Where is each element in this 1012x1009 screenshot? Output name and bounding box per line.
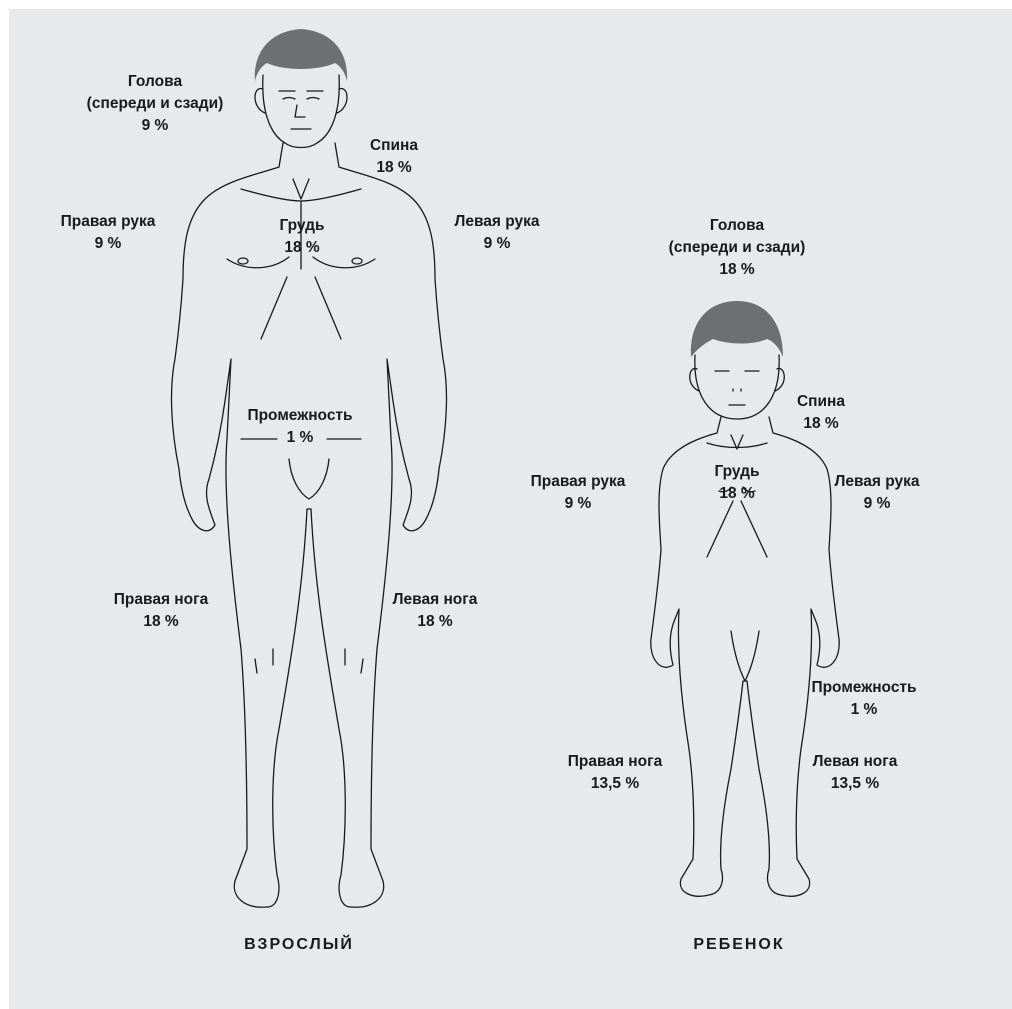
adult-knees bbox=[255, 649, 363, 673]
child-left-arm-label: Левая рука 9 % bbox=[834, 471, 919, 515]
adult-head-label: Голова (спереди и сзади) 9 % bbox=[87, 71, 224, 137]
diagram-panel: Голова (спереди и сзади) 9 % Спина 18 % … bbox=[9, 9, 1012, 1009]
child-right-arm-label: Правая рука 9 % bbox=[531, 471, 626, 515]
adult-left-arm-label: Левая рука 9 % bbox=[454, 211, 539, 255]
child-title: РЕБЕНОК bbox=[693, 936, 784, 954]
adult-back-label: Спина 18 % bbox=[370, 135, 418, 179]
adult-chest-label: Грудь 18 % bbox=[279, 215, 324, 259]
child-face bbox=[715, 371, 759, 405]
adult-left-leg-label: Левая нога 18 % bbox=[393, 589, 478, 633]
adult-nipple-left bbox=[238, 258, 248, 264]
adult-right-arm-label: Правая рука 9 % bbox=[61, 211, 156, 255]
adult-face bbox=[279, 91, 323, 129]
child-hair bbox=[691, 301, 783, 357]
child-head bbox=[695, 355, 779, 419]
child-head-label: Голова (спереди и сзади) 18 % bbox=[669, 215, 806, 281]
adult-perineum-label: Промежность 1 % bbox=[247, 405, 352, 449]
adult-title: ВЗРОСЛЫЙ bbox=[244, 936, 354, 954]
adult-right-leg-label: Правая нога 18 % bbox=[114, 589, 208, 633]
adult-nipple-right bbox=[352, 258, 362, 264]
adult-hair bbox=[255, 29, 347, 81]
child-right-leg-label: Правая нога 13,5 % bbox=[568, 751, 662, 795]
child-chest-label: Грудь 18 % bbox=[714, 461, 759, 505]
adult-head bbox=[263, 75, 340, 148]
child-perineum-label: Промежность 1 % bbox=[811, 677, 916, 721]
child-left-leg-label: Левая нога 13,5 % bbox=[813, 751, 898, 795]
child-back-label: Спина 18 % bbox=[797, 391, 845, 435]
